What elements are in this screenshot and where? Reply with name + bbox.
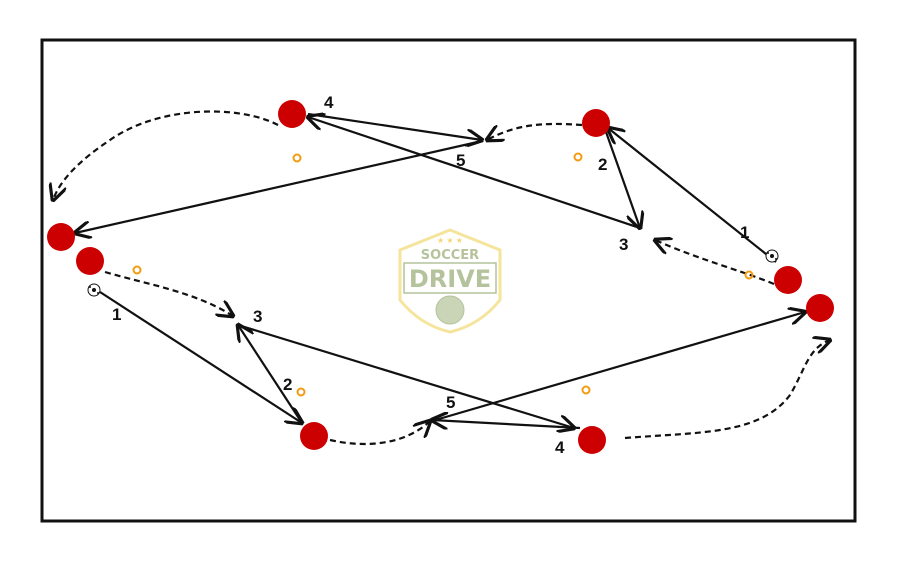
player: [300, 422, 328, 450]
cone: [581, 385, 591, 395]
cone: [292, 153, 302, 163]
pass-top-1: [608, 128, 777, 263]
run-top-right: [655, 240, 775, 286]
ball-icon: [87, 283, 101, 297]
pass-label-top-3: 3: [619, 235, 628, 254]
pass-label-bottom-3: 3: [253, 307, 262, 326]
run-top-left: [53, 110, 279, 200]
pass-bottom-4: [432, 420, 581, 428]
cone: [744, 270, 754, 280]
pass-label-bottom-4: 4: [555, 438, 565, 457]
pass-bottom-3: [237, 323, 574, 428]
pass-top-3: [308, 117, 641, 230]
player: [578, 426, 606, 454]
run-top-middle: [487, 122, 583, 140]
pass-bottom-1: [99, 291, 302, 423]
pass-label-top-5: 5: [456, 151, 465, 170]
pass-label-top-4: 4: [324, 93, 334, 112]
player: [47, 223, 75, 251]
pass-top-2: [604, 131, 640, 228]
ball-icon: [765, 249, 779, 263]
pass-label-bottom-1: 1: [112, 305, 121, 324]
run-bottom-left: [104, 270, 233, 316]
run-bottom-right: [624, 340, 830, 440]
soccer-drive-logo: ★ ★ ★ SOCCER DRIVE: [398, 228, 502, 334]
pass-bottom-5: [431, 312, 805, 423]
player: [774, 266, 802, 294]
pass-top-4: [307, 112, 482, 140]
logo-main-text: DRIVE: [409, 265, 491, 293]
pass-label-bottom-2: 2: [283, 375, 292, 394]
logo-top-text: SOCCER: [421, 248, 479, 263]
player: [76, 247, 104, 275]
player: [806, 294, 834, 322]
cone: [132, 265, 142, 275]
run-bottom-middle: [329, 421, 430, 445]
player: [278, 100, 306, 128]
cone: [573, 152, 583, 162]
cone: [296, 387, 306, 397]
pass-label-top-1: 1: [740, 223, 749, 242]
pass-bottom-2: [238, 325, 303, 424]
pass-label-top-2: 2: [598, 155, 607, 174]
pass-top-5: [75, 139, 483, 233]
player: [582, 109, 610, 137]
pass-label-bottom-5: 5: [446, 393, 455, 412]
svg-text:★ ★ ★: ★ ★ ★: [437, 236, 463, 245]
